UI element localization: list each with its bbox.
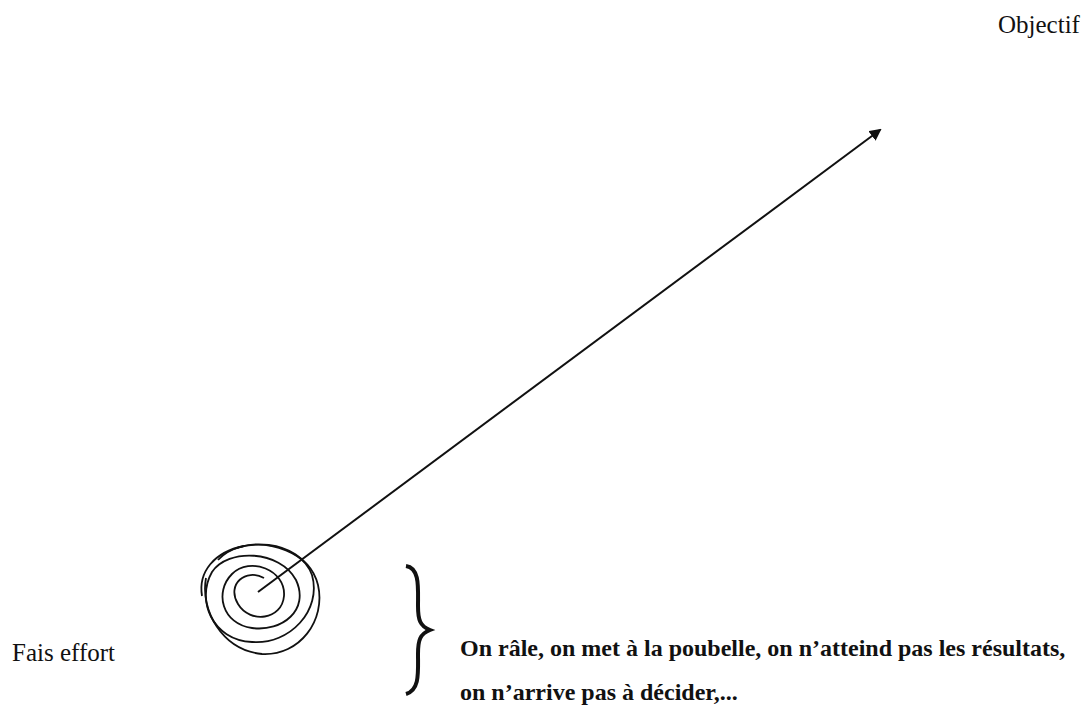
effort-label: Fais effort xyxy=(12,638,115,668)
goal-label: Objectif xyxy=(998,10,1080,40)
symptoms-note: On râle, on met à la poubelle, on n’atte… xyxy=(460,626,1080,714)
goal-arrow xyxy=(258,130,880,592)
effort-scribble xyxy=(201,544,319,654)
curly-brace xyxy=(406,566,430,694)
